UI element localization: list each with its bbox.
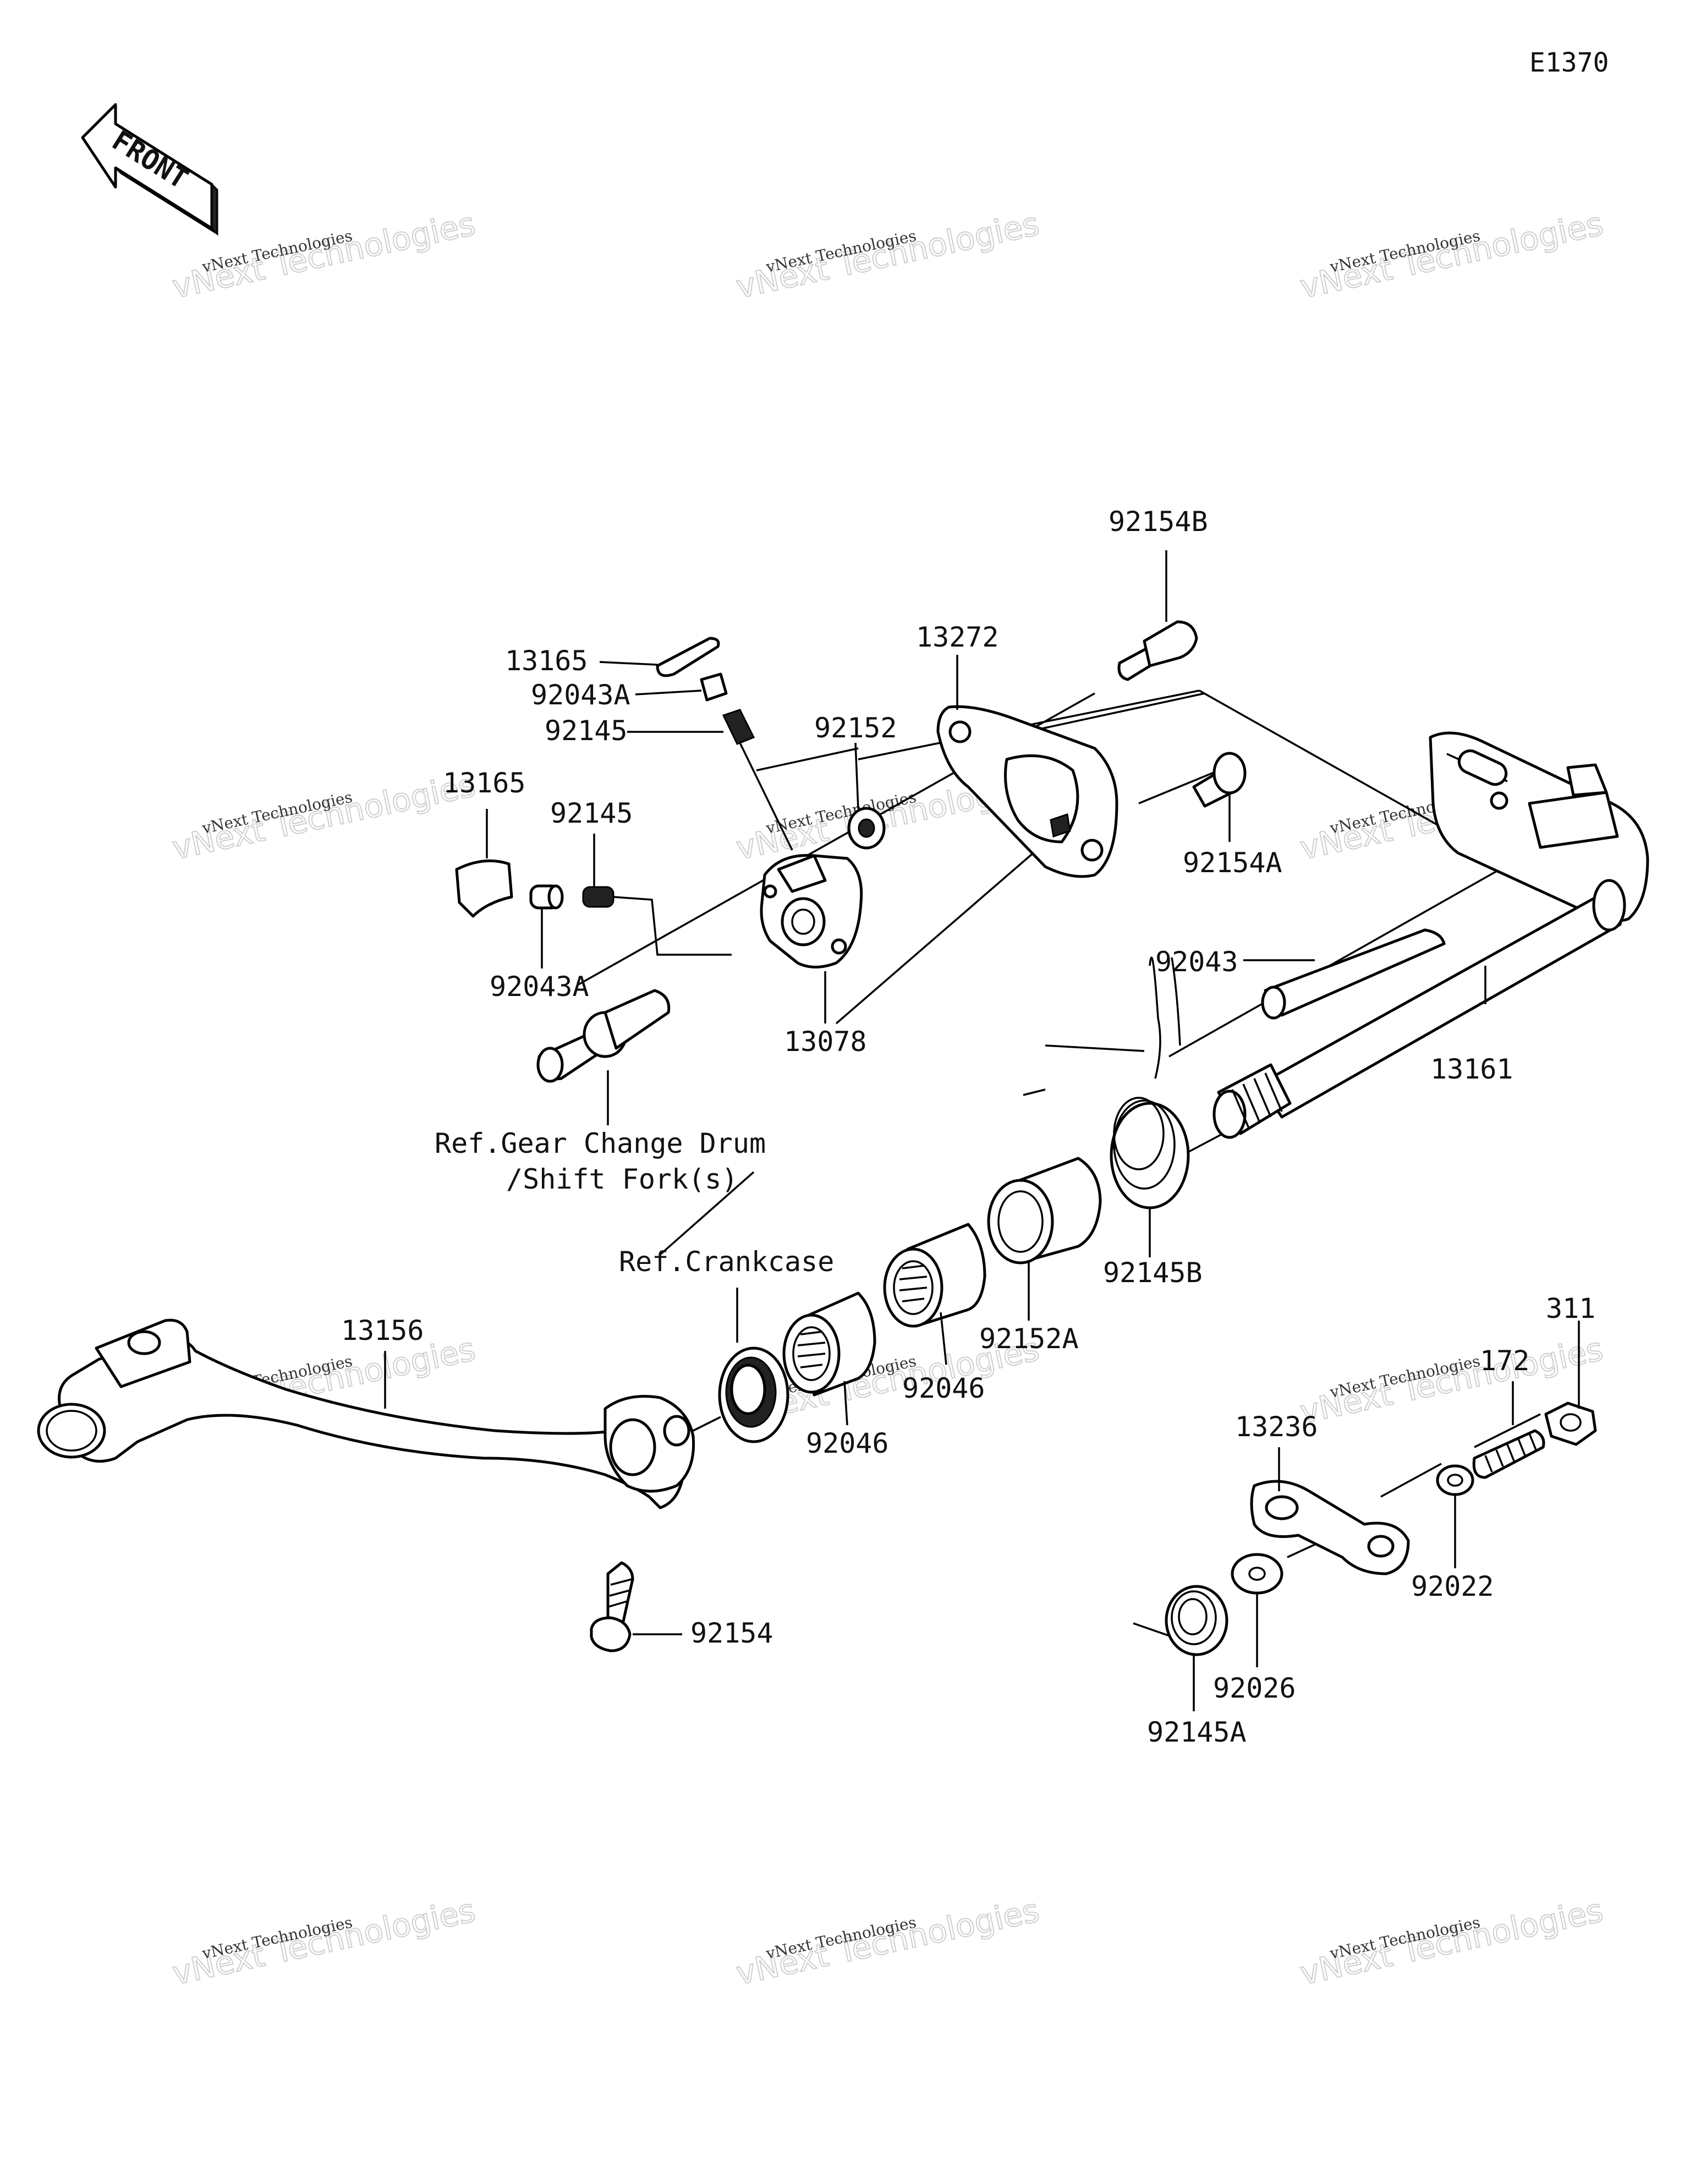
watermark-group: vNext Technologies vNext Technologies vN…: [168, 204, 1606, 1993]
part-labels: 13165 92043A 92145 13165 92145 92043A 92…: [341, 506, 1595, 1748]
label-92145B: 92145B: [1103, 1257, 1203, 1289]
label-92046-b: 92046: [806, 1427, 889, 1459]
collar-92152: [847, 807, 886, 850]
label-92043A-top: 92043A: [531, 679, 630, 711]
needle-bearing-upper: [883, 1223, 986, 1328]
label-13165-left: 13165: [443, 767, 526, 799]
label-92022: 92022: [1411, 1570, 1494, 1602]
pawl-left: [455, 859, 513, 918]
spring-92145A: [1133, 1585, 1228, 1656]
label-92152: 92152: [814, 712, 897, 744]
label-92145-top: 92145: [545, 715, 628, 747]
label-92145A: 92145A: [1147, 1716, 1247, 1748]
label-13161: 13161: [1430, 1053, 1513, 1085]
washer-92026: [1231, 1553, 1283, 1595]
bolt-92154: [590, 1561, 634, 1652]
watermark: vNext Technologies vNext Technologies: [1296, 1891, 1606, 1993]
label-13156: 13156: [341, 1315, 424, 1346]
pin-92043: [1261, 928, 1446, 1020]
label-13165-top: 13165: [505, 645, 588, 677]
washer-92022: [1436, 1464, 1474, 1496]
pawl-top: [656, 637, 720, 677]
diagram-code: E1370: [1529, 47, 1609, 78]
shift-pedal-13156: [37, 1318, 695, 1509]
label-13078: 13078: [784, 1026, 867, 1058]
bolt-92154B: [1117, 620, 1198, 681]
label-92154A: 92154A: [1183, 847, 1282, 879]
oil-seal-crankcase: [718, 1346, 789, 1443]
watermark: vNext Technologies vNext Technologies: [732, 1891, 1042, 1993]
watermark: vNext Technologies vNext Technologies: [168, 765, 479, 867]
ref-crankcase: Ref.Crankcase: [619, 1246, 834, 1278]
gear-change-drum-shaft: [536, 989, 671, 1083]
front-arrow-icon: FRONT: [81, 103, 218, 236]
leader-lines: [384, 550, 1580, 1711]
label-92145-left: 92145: [550, 797, 633, 829]
spring-left: [582, 886, 614, 908]
label-92152A: 92152A: [979, 1323, 1079, 1355]
spring-92145B: [1110, 956, 1190, 1209]
gear-shift-mechanism-arm: [760, 853, 863, 968]
label-92043A-left: 92043A: [490, 971, 589, 1003]
label-92154B: 92154B: [1109, 506, 1208, 538]
watermark: vNext Technologies vNext Technologies: [168, 1891, 479, 1993]
label-92046-a: 92046: [902, 1372, 985, 1404]
stud-bolt-172: [1472, 1429, 1545, 1479]
watermark: vNext Technologies vNext Technologies: [1296, 204, 1606, 306]
label-92154: 92154: [690, 1617, 773, 1649]
ref-gear-change-line1: Ref.Gear Change Drum: [435, 1127, 766, 1159]
label-13272: 13272: [916, 621, 999, 653]
pin-left: [529, 884, 564, 910]
nut-311: [1544, 1402, 1597, 1446]
collar-92152A: [987, 1157, 1102, 1265]
watermark: vNext Technologies vNext Technologies: [732, 204, 1042, 306]
pin-top: [700, 672, 728, 702]
spring-top: [722, 709, 755, 745]
label-311: 311: [1546, 1293, 1595, 1324]
label-172: 172: [1480, 1345, 1529, 1377]
guide-plate-13272: [936, 705, 1118, 878]
label-92043: 92043: [1155, 946, 1238, 978]
stopper-lever-13236: [1250, 1480, 1410, 1575]
ref-gear-change-line2: /Shift Fork(s): [506, 1163, 738, 1195]
bolt-92154A: [1192, 752, 1247, 808]
label-92026: 92026: [1213, 1672, 1296, 1704]
shift-shaft-13161: [1212, 731, 1649, 1139]
label-13236: 13236: [1235, 1411, 1318, 1443]
needle-bearing-lower: [782, 1291, 876, 1397]
